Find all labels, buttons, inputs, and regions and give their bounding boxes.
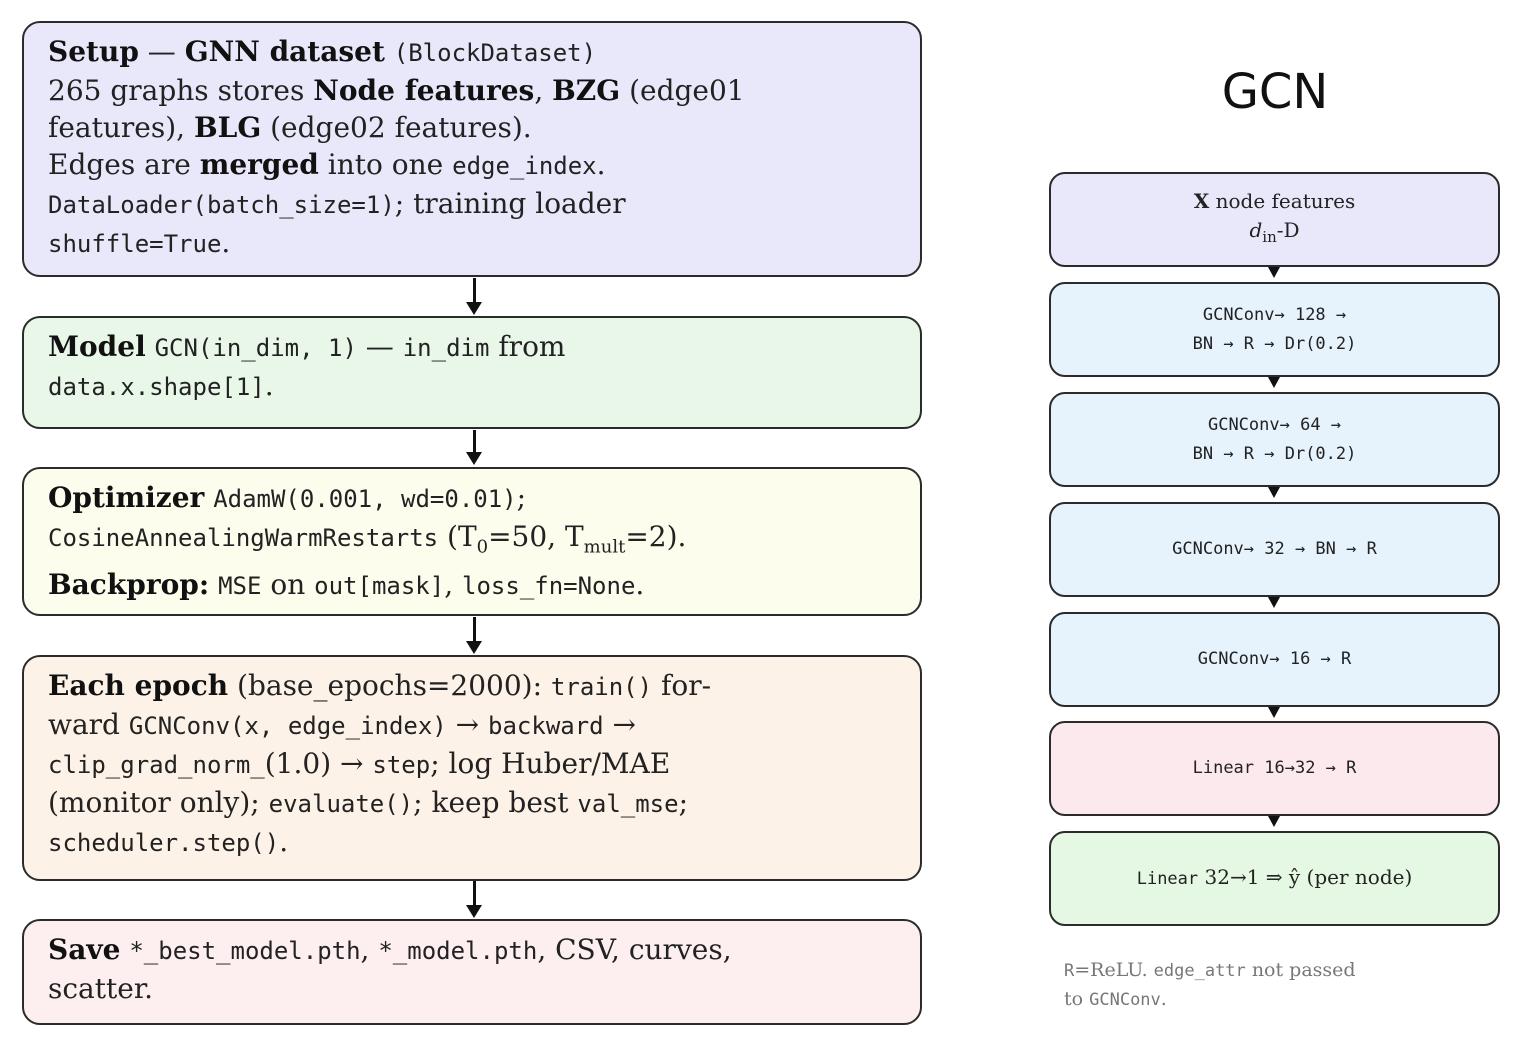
gcnconv-layer-16: GCNConv→ 16 → R: [1049, 612, 1500, 707]
clip-grad-code: clip_grad_norm_: [48, 751, 265, 779]
node-features-label: Node features: [313, 74, 535, 107]
input-node-features-box: X node features din-D: [1049, 172, 1500, 267]
gcnconv-call-code: GCNConv(x, edge_index): [128, 712, 447, 740]
epoch-title: Each epoch: [48, 669, 229, 702]
gcn-title: GCN: [1221, 64, 1329, 120]
layer-arrow: [1268, 816, 1280, 827]
best-model-code: *_best_model.pth: [129, 937, 361, 965]
save-box: Save *_best_model.pth, *_model.pth, CSV,…: [22, 919, 922, 1025]
val-mse-code: val_mse: [577, 790, 679, 818]
model-title: Model: [48, 330, 146, 363]
linear-layer-16-32: Linear 16→32 → R: [1049, 721, 1500, 816]
layer-arrow: [1268, 377, 1280, 388]
dataset-class: (BlockDataset): [393, 39, 597, 67]
layer-arrow: [1268, 597, 1280, 608]
gcnconv-layer-64: GCNConv→ 64 → BN → R → Dr(0.2): [1049, 392, 1500, 487]
in-dim-code: in_dim: [402, 334, 490, 362]
footnote: R=ReLU. edge_attr not passed to GCNConv.: [1064, 959, 1356, 1010]
out-mask-code: out[mask]: [314, 571, 445, 600]
adamw-code: AdamW(0.001, wd=0.01): [213, 485, 517, 513]
blg-label: BLG: [193, 111, 262, 144]
layer-arrow: [1268, 267, 1280, 278]
scheduler-code: CosineAnnealingWarmRestarts: [48, 524, 439, 552]
loss-fn-code: loss_fn=None: [462, 571, 636, 600]
model-code: *_model.pth: [378, 937, 538, 965]
linear-output-layer: Linear 32→1 ⇒ ŷ (per node): [1049, 831, 1500, 926]
gcnconv-layer-32: GCNConv→ 32 → BN → R: [1049, 502, 1500, 597]
layer-arrow: [1268, 487, 1280, 498]
gcn-constructor-code: GCN(in_dim, 1): [154, 334, 357, 362]
mse-code: MSE: [218, 571, 262, 600]
edge-index-code: edge_index: [452, 152, 597, 180]
setup-box: Setup — GNN dataset (BlockDataset) 265 g…: [22, 21, 922, 277]
model-box: Model GCN(in_dim, 1) — in_dim from data.…: [22, 316, 922, 429]
setup-title: Setup: [48, 35, 139, 68]
optimizer-title: Optimizer: [48, 481, 205, 514]
save-title: Save: [48, 933, 121, 966]
x-symbol: X: [1193, 189, 1210, 213]
dataloader-code: DataLoader(batch_size=1): [48, 191, 395, 219]
train-code: train(): [550, 673, 653, 701]
dataset-label: GNN dataset: [184, 35, 385, 68]
evaluate-code: evaluate(): [268, 790, 414, 818]
input-dimension: din-D: [1249, 218, 1300, 246]
optimizer-box: Optimizer AdamW(0.001, wd=0.01); CosineA…: [22, 467, 922, 616]
shape-code: data.x.shape[1]: [48, 373, 265, 401]
bzg-label: BZG: [552, 74, 621, 107]
epoch-box: Each epoch (base_epochs=2000): train() f…: [22, 655, 922, 881]
layer-arrow: [1268, 707, 1280, 718]
backward-code: backward: [488, 712, 604, 740]
merged-label: merged: [199, 148, 319, 181]
gcnconv-layer-128: GCNConv→ 128 → BN → R → Dr(0.2): [1049, 282, 1500, 377]
scheduler-step-code: scheduler.step(): [48, 829, 280, 857]
step-code: step: [372, 751, 431, 779]
shuffle-code: shuffle=True: [48, 230, 222, 258]
backprop-title: Backprop:: [48, 567, 210, 601]
